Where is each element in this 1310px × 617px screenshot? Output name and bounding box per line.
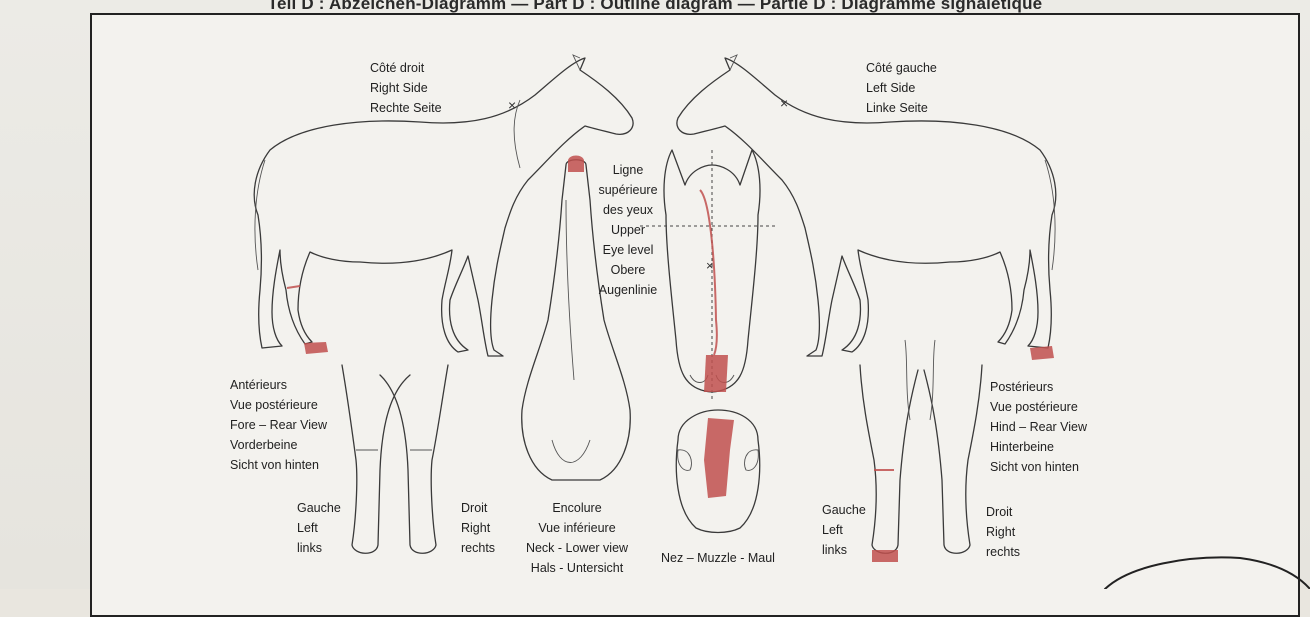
muzzle-markings	[704, 418, 734, 498]
hind-rear-view-label: Postérieurs Vue postérieure Hind – Rear …	[990, 377, 1087, 477]
left-side-label: Côté gauche Left Side Linke Seite	[866, 58, 937, 118]
left-side-horse-markings	[1030, 346, 1054, 360]
fore-rear-view-label: Antérieurs Vue postérieure Fore – Rear V…	[230, 375, 327, 475]
svg-text:×: ×	[780, 95, 788, 111]
hind-right-label: Droit Right rechts	[986, 502, 1020, 562]
svg-text:×: ×	[508, 97, 516, 113]
hand-drawn-circle-fragment	[1105, 557, 1310, 589]
eye-level-label: Ligne supérieure des yeux Upper Eye leve…	[597, 160, 659, 300]
head-front-view-markings	[700, 190, 728, 392]
fore-right-label: Droit Right rechts	[461, 498, 495, 558]
fore-legs-rear-view-outline	[342, 365, 448, 553]
diagram-page: Teil D : Abzeichen-Diagramm — Part D : O…	[0, 0, 1310, 589]
right-side-horse-outline: ×	[254, 55, 633, 356]
fore-left-label: Gauche Left links	[297, 498, 341, 558]
svg-text:×: ×	[706, 258, 714, 273]
muzzle-label: Nez – Muzzle - Maul	[661, 548, 775, 568]
hind-left-label: Gauche Left links	[822, 500, 866, 560]
hind-legs-rear-view-outline	[860, 340, 982, 553]
right-side-label: Côté droit Right Side Rechte Seite	[370, 58, 442, 118]
neck-lower-view-label: Encolure Vue inférieure Neck - Lower vie…	[522, 498, 632, 578]
neck-lower-view-markings	[568, 156, 584, 173]
